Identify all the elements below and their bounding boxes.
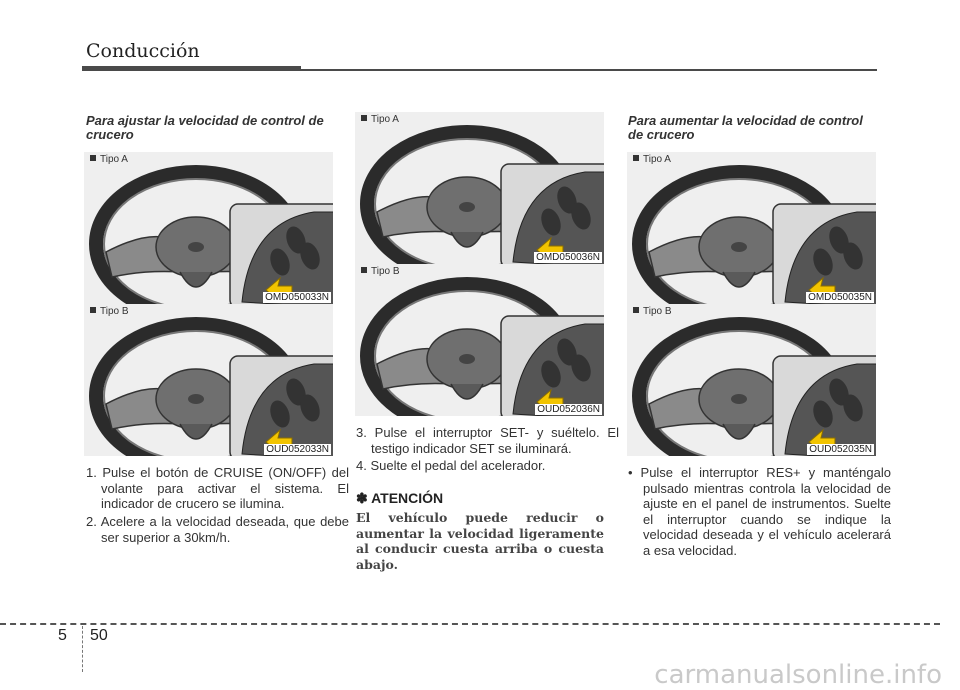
bullet-item: • Pulse el interruptor RES+ y manténgalo… (628, 465, 891, 558)
list-item: 1. Pulse el botón de CRUISE (ON/OFF) del… (86, 465, 349, 511)
footer-divider (82, 626, 83, 672)
figure-type-label: Tipo A (633, 154, 671, 165)
header-rule-thick (82, 66, 301, 71)
figure-code: OUD052033N (264, 444, 331, 455)
attention-body: El vehículo puede reducir o aumentar la … (356, 510, 604, 572)
steering-wheel-illustration (89, 165, 333, 304)
footer-rule (0, 623, 940, 625)
attention-title: ✽ ATENCIÓN (356, 490, 444, 506)
figure-type-label: Tipo A (361, 114, 399, 125)
right-section-heading: Para aumentar la velocidad de control de… (628, 113, 863, 142)
figure-code: OMD050036N (534, 252, 602, 263)
figure-code: OMD050035N (806, 292, 874, 303)
steering-figure-right-b: Tipo B OUD052035N (627, 304, 876, 456)
figure-type-label: Tipo B (361, 266, 400, 277)
steering-figure-left-a: Tipo A OMD050033N (84, 152, 333, 304)
figure-code: OUD052036N (535, 404, 602, 415)
figure-type-label: Tipo A (90, 154, 128, 165)
steering-wheel-illustration (632, 165, 876, 304)
figure-code: OUD052035N (807, 444, 874, 455)
steering-wheel-illustration (632, 317, 876, 456)
figure-type-label: Tipo B (90, 306, 129, 317)
figure-type-label: Tipo B (633, 306, 672, 317)
page-number: 50 (90, 627, 108, 644)
steering-figure-right-a: Tipo A OMD050035N (627, 152, 876, 304)
steering-wheel-illustration (360, 277, 604, 416)
left-section-heading: Para ajustar la velocidad de control de … (86, 113, 324, 142)
steering-wheel-illustration (360, 125, 604, 264)
watermark: carmanualsonline.info (654, 660, 942, 690)
list-item: 4. Suelte el pedal del acelerador. (356, 458, 546, 473)
section-number: 5 (58, 627, 67, 644)
steering-figure-middle-b: Tipo B OUD052036N (355, 264, 604, 416)
list-item: 3. Pulse el interruptor SET- y suéltelo.… (356, 425, 619, 456)
header-rule-thin (301, 69, 877, 71)
steering-wheel-illustration (89, 317, 333, 456)
steering-figure-left-b: Tipo B OUD052033N (84, 304, 333, 456)
figure-code: OMD050033N (263, 292, 331, 303)
list-item: 2. Acelere a la velocidad deseada, que d… (86, 514, 349, 545)
chapter-title: Conducción (86, 40, 200, 62)
steering-figure-middle-a: Tipo A OMD050036N (355, 112, 604, 264)
